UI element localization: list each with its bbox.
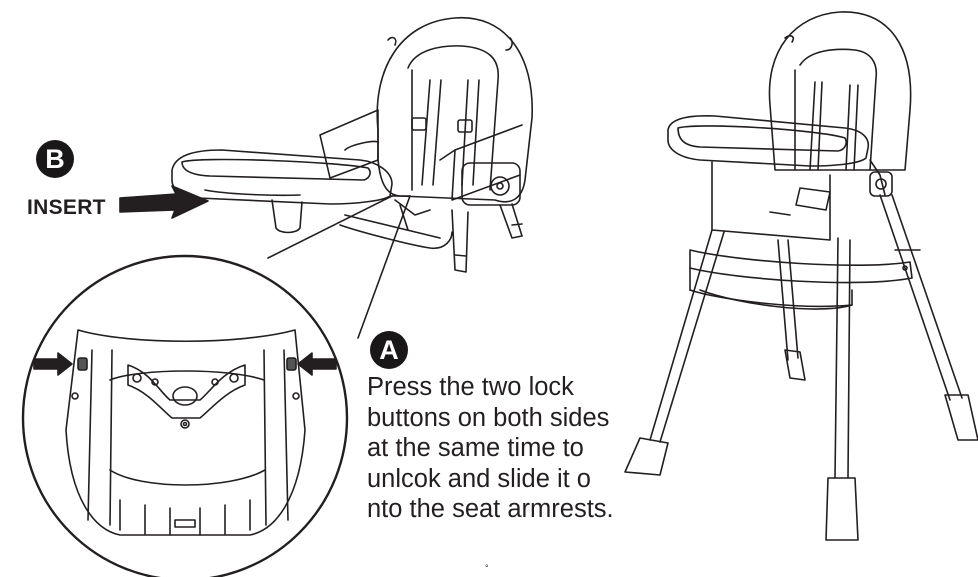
instructions-text: Press the two lock buttons on both sides… bbox=[367, 372, 642, 525]
highchair-insert-drawing bbox=[119, 17, 533, 339]
detail-callout bbox=[21, 254, 349, 577]
page-mark: ° bbox=[485, 563, 489, 573]
instruction-line: unlcok and slide it o bbox=[367, 464, 591, 493]
instruction-line: buttons on both sides bbox=[367, 403, 610, 432]
left-press-arrow-icon bbox=[33, 352, 73, 376]
right-press-arrow-icon bbox=[297, 352, 337, 376]
instruction-line: Press the two lock bbox=[367, 373, 574, 401]
instruction-line: nto the seat armrests. bbox=[367, 495, 614, 523]
insert-label: INSERT bbox=[27, 196, 106, 219]
instruction-line: at the same time to bbox=[367, 434, 584, 462]
insert-arrow-icon bbox=[119, 185, 209, 219]
step-a-badge: A bbox=[370, 331, 408, 369]
highchair-assembled-drawing bbox=[624, 11, 978, 541]
step-b-badge: B bbox=[36, 140, 74, 178]
